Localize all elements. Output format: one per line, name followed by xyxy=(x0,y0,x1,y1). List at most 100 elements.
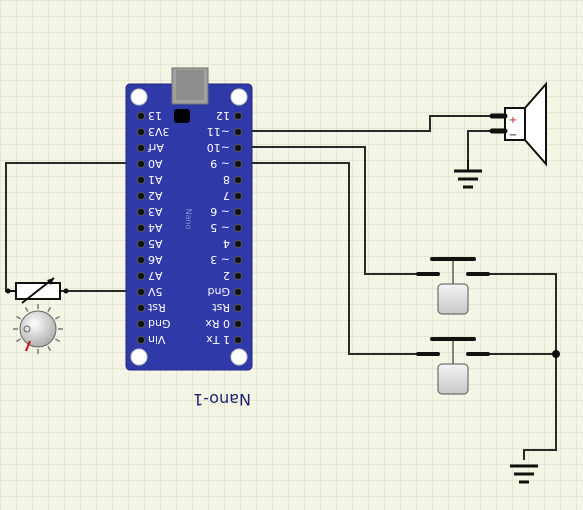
pin-left-12[interactable] xyxy=(136,303,146,313)
pin-left-6[interactable] xyxy=(136,207,146,217)
pin-right-12[interactable] xyxy=(233,303,243,313)
knob-pointer xyxy=(25,340,31,352)
pin-right-8[interactable] xyxy=(233,239,243,249)
knob-tick xyxy=(15,315,22,320)
potentiometer[interactable] xyxy=(5,277,69,304)
pin-label-left-10: A7 xyxy=(148,269,163,282)
pin-label-right-10: 2 xyxy=(223,269,230,282)
pin-right-13[interactable] xyxy=(233,319,243,329)
speaker[interactable]: + − xyxy=(489,81,547,167)
pin-label-left-5: A2 xyxy=(148,189,163,202)
speaker-minus-label: − xyxy=(509,130,517,141)
wire-junction xyxy=(552,350,560,358)
pin-right-7[interactable] xyxy=(233,223,243,233)
pin-right-2[interactable] xyxy=(233,143,243,153)
pin-label-right-3: ~ 9 xyxy=(210,157,230,170)
pin-left-11[interactable] xyxy=(136,287,146,297)
pin-label-right-13: 0 Rx xyxy=(205,317,230,330)
pin-left-4[interactable] xyxy=(136,175,146,185)
knob-tick xyxy=(24,306,29,313)
pin-left-5[interactable] xyxy=(136,191,146,201)
pin-label-right-14: 1 Tx xyxy=(206,333,230,346)
pin-right-9[interactable] xyxy=(233,255,243,265)
reset-chip xyxy=(174,109,190,123)
pin-label-left-0: 13 xyxy=(148,109,162,122)
pin-label-left-6: A3 xyxy=(148,205,163,218)
pin-label-left-7: A4 xyxy=(148,221,163,234)
knob-tick xyxy=(54,315,61,320)
pin-label-left-13: Gnd xyxy=(148,317,170,330)
pin-label-right-0: 12 xyxy=(216,109,230,122)
wire-buttons-to-ground xyxy=(488,273,557,460)
pin-left-9[interactable] xyxy=(136,255,146,265)
potentiometer-arrow xyxy=(21,277,55,304)
pin-label-right-12: Rst xyxy=(212,301,230,314)
knob-tick xyxy=(54,338,61,343)
pin-left-13[interactable] xyxy=(136,319,146,329)
pin-left-10[interactable] xyxy=(136,271,146,281)
pin-label-right-2: ~10 xyxy=(207,141,230,154)
pin-right-1[interactable] xyxy=(233,127,243,137)
pin-right-10[interactable] xyxy=(233,271,243,281)
pin-left-14[interactable] xyxy=(136,335,146,345)
knob-tick xyxy=(47,306,52,313)
push-button-1-cap xyxy=(437,283,469,315)
pin-right-4[interactable] xyxy=(233,175,243,185)
pin-label-right-6: ~ 6 xyxy=(210,205,230,218)
pin-left-3[interactable] xyxy=(136,159,146,169)
usb-connector-inner xyxy=(176,70,204,100)
arduino-nano-board[interactable]: Nano 133V3ArfA0A1A2A3A4A5A6A75VRstGndVin… xyxy=(125,67,253,371)
pin-label-left-8: A5 xyxy=(148,237,163,250)
pin-label-left-11: 5V xyxy=(148,285,163,298)
mount-hole-top-right xyxy=(230,88,248,106)
pin-label-right-5: 7 xyxy=(223,189,230,202)
knob-tick xyxy=(47,345,52,352)
wire-d11-to-speaker-plus xyxy=(238,115,505,132)
pin-label-right-7: ~ 5 xyxy=(210,221,230,234)
mount-hole-bottom-left xyxy=(130,348,148,366)
push-button-2-cap xyxy=(437,363,469,395)
ground-icon[interactable] xyxy=(510,464,538,484)
board-label: Nano-1 xyxy=(193,390,251,409)
pin-labels: 133V3ArfA0A1A2A3A4A5A6A75VRstGndVin12~11… xyxy=(147,109,230,346)
speaker-cone xyxy=(524,81,547,167)
pin-label-left-2: Arf xyxy=(147,141,164,154)
pin-label-left-9: A6 xyxy=(148,253,163,266)
pin-right-3[interactable] xyxy=(233,159,243,169)
pin-label-left-12: Rst xyxy=(147,301,165,314)
pin-right-14[interactable] xyxy=(233,335,243,345)
pin-label-left-4: A1 xyxy=(148,173,163,186)
pin-label-left-1: 3V3 xyxy=(148,125,170,138)
pin-right-6[interactable] xyxy=(233,207,243,217)
pin-left-0[interactable] xyxy=(136,111,146,121)
wire-d9-to-button-2 xyxy=(238,162,418,355)
pin-left-1[interactable] xyxy=(136,127,146,137)
speaker-plus-label: + xyxy=(509,115,517,126)
pin-label-right-4: 8 xyxy=(223,173,230,186)
pin-left-8[interactable] xyxy=(136,239,146,249)
pin-label-left-14: Vin xyxy=(148,333,165,346)
ground-icon[interactable] xyxy=(454,160,482,189)
mount-hole-bottom-right xyxy=(230,348,248,366)
pin-headers xyxy=(136,111,243,345)
pin-label-left-3: A0 xyxy=(148,157,163,170)
mount-hole-top-left xyxy=(130,88,148,106)
potentiometer-knob-icon[interactable] xyxy=(13,304,63,354)
pin-label-right-8: 4 xyxy=(223,237,230,250)
pin-right-5[interactable] xyxy=(233,191,243,201)
push-button-2[interactable] xyxy=(416,337,490,395)
pin-label-right-1: ~11 xyxy=(207,125,230,138)
wire-d10-to-button-1 xyxy=(238,146,418,275)
pin-label-right-9: ~ 3 xyxy=(210,253,230,266)
chip-text: Nano xyxy=(184,209,193,230)
push-button-1[interactable] xyxy=(416,257,490,315)
pin-left-2[interactable] xyxy=(136,143,146,153)
knob-tick xyxy=(15,338,22,343)
pin-right-11[interactable] xyxy=(233,287,243,297)
pin-right-0[interactable] xyxy=(233,111,243,121)
pin-label-right-11: Gnd xyxy=(208,285,230,298)
pin-left-7[interactable] xyxy=(136,223,146,233)
